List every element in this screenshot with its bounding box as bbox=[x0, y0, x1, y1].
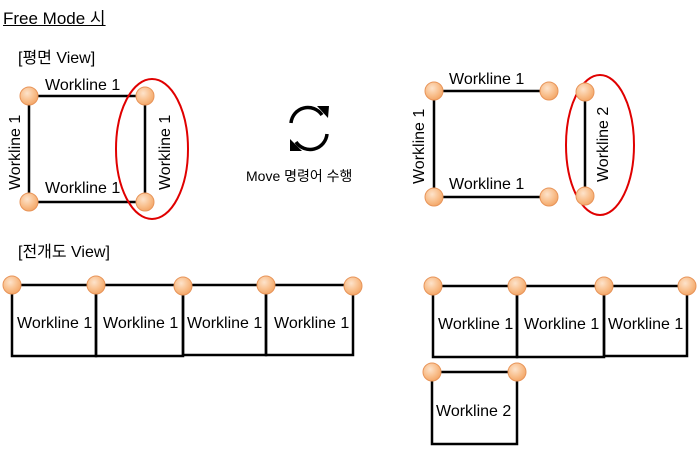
node bbox=[677, 276, 697, 296]
node bbox=[422, 362, 442, 382]
node bbox=[424, 187, 444, 207]
edge-label: Workline 1 bbox=[157, 115, 174, 190]
node bbox=[2, 275, 22, 295]
node bbox=[135, 192, 155, 212]
panel-label: Workline 1 bbox=[17, 315, 92, 332]
page-title: Free Mode 시 bbox=[3, 9, 106, 28]
node bbox=[19, 86, 39, 106]
highlight-ellipse bbox=[565, 74, 635, 216]
refresh-cycle-icon bbox=[289, 105, 329, 152]
edge-label: Workline 2 bbox=[595, 107, 612, 182]
edge-label: Workline 1 bbox=[7, 115, 24, 190]
edge-label: Workline 1 bbox=[449, 71, 524, 88]
node bbox=[594, 276, 614, 296]
unfolded-before bbox=[10, 283, 355, 358]
unfolded-after bbox=[430, 284, 689, 446]
plan-view-label: [평면 View] bbox=[18, 50, 96, 67]
panel bbox=[430, 370, 519, 446]
panel-label: Workline 1 bbox=[187, 315, 262, 332]
panel bbox=[602, 284, 689, 358]
node bbox=[539, 187, 559, 207]
node bbox=[575, 82, 595, 102]
panel-label: Workline 1 bbox=[608, 316, 683, 333]
panel bbox=[264, 283, 355, 357]
panel-label: Workline 1 bbox=[438, 316, 513, 333]
node bbox=[424, 81, 444, 101]
panel-label: Workline 1 bbox=[524, 316, 599, 333]
node bbox=[507, 362, 527, 382]
panel-label: Workline 2 bbox=[436, 403, 511, 420]
node bbox=[173, 276, 193, 296]
node bbox=[343, 276, 363, 296]
node bbox=[256, 275, 276, 295]
node bbox=[507, 276, 527, 296]
move-command-label: Move 명령어 수행 bbox=[246, 168, 353, 184]
panel-label: Workline 1 bbox=[274, 315, 349, 332]
node bbox=[539, 81, 559, 101]
plan-after bbox=[432, 89, 587, 199]
edge-label: Workline 1 bbox=[411, 109, 428, 184]
node bbox=[135, 86, 155, 106]
node bbox=[575, 186, 595, 206]
plan-before bbox=[27, 94, 147, 204]
panel-label: Workline 1 bbox=[103, 315, 178, 332]
edge-label: Workline 1 bbox=[45, 180, 120, 197]
unfolded-view-label: [전개도 View] bbox=[18, 244, 110, 261]
edge-label: Workline 1 bbox=[45, 77, 120, 94]
edge-label: Workline 1 bbox=[449, 176, 524, 193]
node bbox=[19, 192, 39, 212]
node bbox=[86, 275, 106, 295]
node bbox=[423, 276, 443, 296]
highlight-ellipse bbox=[115, 78, 189, 220]
